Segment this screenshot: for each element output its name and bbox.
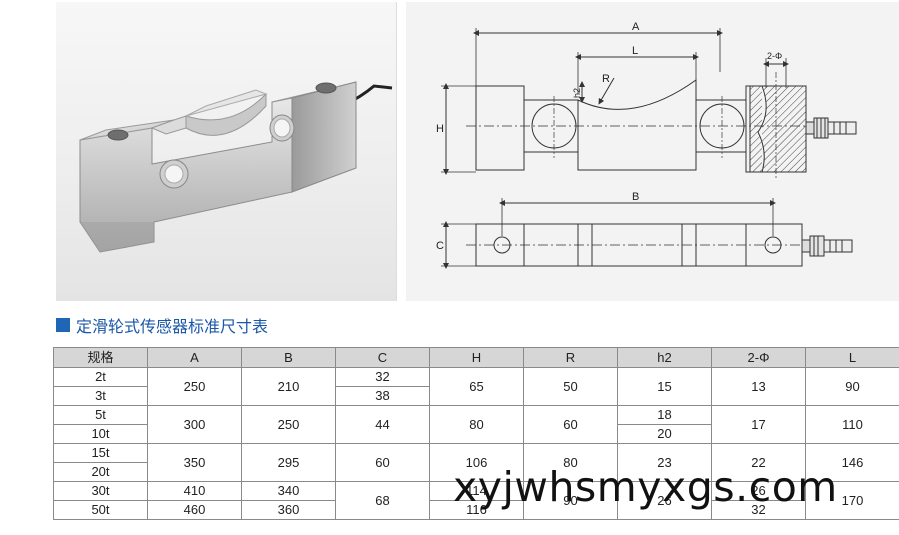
dim-label-h2: h2 (572, 88, 582, 98)
table-cell: 68 (335, 481, 430, 520)
table-cell: 360 (241, 500, 336, 520)
dim-label-B: B (632, 191, 639, 203)
table-cell: 32 (711, 500, 806, 520)
table-cell: 15 (617, 367, 712, 406)
table-cell: 90 (805, 367, 899, 406)
section-heading: 定滑轮式传感器标准尺寸表 (56, 314, 268, 336)
table-cell: 410 (147, 481, 242, 501)
table-row: 30t 410 340 68 114 90 26 26 170 (53, 481, 899, 520)
table-cell: 22 (711, 443, 806, 482)
dim-label-R: R (602, 73, 610, 85)
table-cell: 146 (805, 443, 899, 482)
header-cell: L (805, 347, 899, 368)
dim-label-2phi: 2-Φ (767, 51, 782, 61)
table-cell: 80 (429, 405, 524, 444)
table-cell: 80 (523, 443, 618, 482)
table-cell: 106 (429, 443, 524, 482)
table-cell: 340 (241, 481, 336, 501)
table-cell: 65 (429, 367, 524, 406)
spec-cell: 20t (53, 462, 148, 482)
watermark-text: xyjwhsmyxgs.com (453, 463, 838, 511)
spec-cell: 50t (53, 500, 148, 520)
table-row: 10t 20 (53, 424, 899, 444)
spec-cell: 15t (53, 443, 148, 463)
table-cell: 295 (241, 443, 336, 482)
square-bullet-icon (56, 318, 70, 332)
dim-label-L: L (632, 45, 638, 57)
table-cell: 250 (241, 405, 336, 444)
table-cell: 18 (617, 405, 712, 425)
table-cell: 50 (523, 367, 618, 406)
table-cell: 250 (147, 367, 242, 406)
load-cell-image (79, 81, 393, 253)
dimension-drawing-svg: A L 2-Φ H (436, 21, 857, 269)
table-cell: 26 (617, 481, 712, 520)
table-cell: 114 (429, 481, 524, 501)
table-row: 5t 300 250 44 80 60 18 17 110 (53, 405, 899, 444)
table-row: 2t 250 210 32 65 50 15 13 90 (53, 367, 899, 406)
product-photo (56, 2, 397, 301)
table-cell: 90 (523, 481, 618, 520)
section-title: 定滑轮式传感器标准尺寸表 (76, 317, 269, 336)
table-cell: 60 (335, 443, 430, 482)
spec-cell: 2t (53, 367, 148, 387)
table-cell: 116 (429, 500, 524, 520)
table-cell: 26 (711, 481, 806, 501)
dim-label-A: A (632, 21, 640, 33)
spec-cell: 10t (53, 424, 148, 444)
table-cell: 210 (241, 367, 336, 406)
technical-drawing: A L 2-Φ H (406, 2, 899, 301)
header-cell: h2 (617, 347, 712, 368)
dim-label-H: H (436, 123, 444, 135)
table-cell: 110 (805, 405, 899, 444)
header-cell: H (429, 347, 524, 368)
table-cell: 460 (147, 500, 242, 520)
spec-cell: 3t (53, 386, 148, 406)
header-cell: A (147, 347, 242, 368)
spec-cell: 30t (53, 481, 148, 501)
table-cell: 170 (805, 481, 899, 520)
header-cell: B (241, 347, 336, 368)
table-cell: 350 (147, 443, 242, 482)
dim-label-C: C (436, 240, 444, 252)
header-cell: 2-Φ (711, 347, 806, 368)
table-header-row: 规格 A B C H R h2 2-Φ L (53, 347, 899, 368)
table-cell: 17 (711, 405, 806, 444)
table-row: 3t 38 (53, 386, 899, 406)
header-cell: 规格 (53, 347, 148, 368)
header-cell: C (335, 347, 430, 368)
table-cell: 60 (523, 405, 618, 444)
table-row: 50t 460 360 116 32 (53, 500, 899, 520)
table-cell: 44 (335, 405, 430, 444)
table-cell: 300 (147, 405, 242, 444)
spec-cell: 5t (53, 405, 148, 425)
header-cell: R (523, 347, 618, 368)
table-cell: 38 (335, 386, 430, 406)
table-cell: 20 (617, 424, 712, 444)
table-row: 15t 350 295 60 106 80 23 22 146 (53, 443, 899, 482)
table-cell: 13 (711, 367, 806, 406)
spec-table: 规格 A B C H R h2 2-Φ L 2t 250 210 32 65 5… (53, 347, 899, 520)
table-cell: 32 (335, 367, 430, 387)
table-cell: 23 (617, 443, 712, 482)
